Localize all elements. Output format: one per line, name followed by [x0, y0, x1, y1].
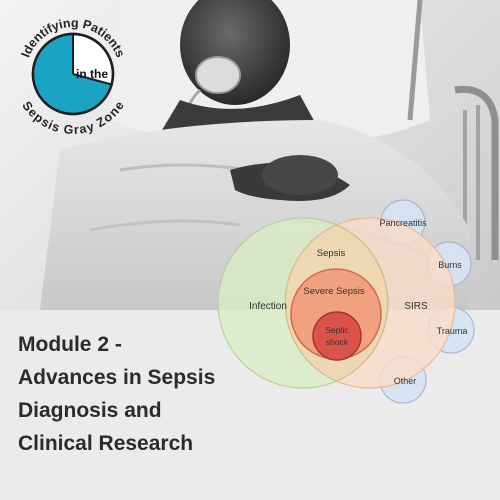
title-line: Diagnosis and: [18, 399, 162, 422]
title-line: Clinical Research: [18, 432, 194, 455]
title-line: Module 2 -: [18, 333, 122, 356]
title-line: Advances in Sepsis: [18, 366, 216, 389]
module-title: Module 2 - Advances in Sepsis Diagnosis …: [18, 328, 248, 460]
logo-center-text: in the: [76, 67, 108, 81]
sepsis-gray-zone-logo: Identifying Patients Sepsis Gray Zone in…: [18, 16, 127, 137]
